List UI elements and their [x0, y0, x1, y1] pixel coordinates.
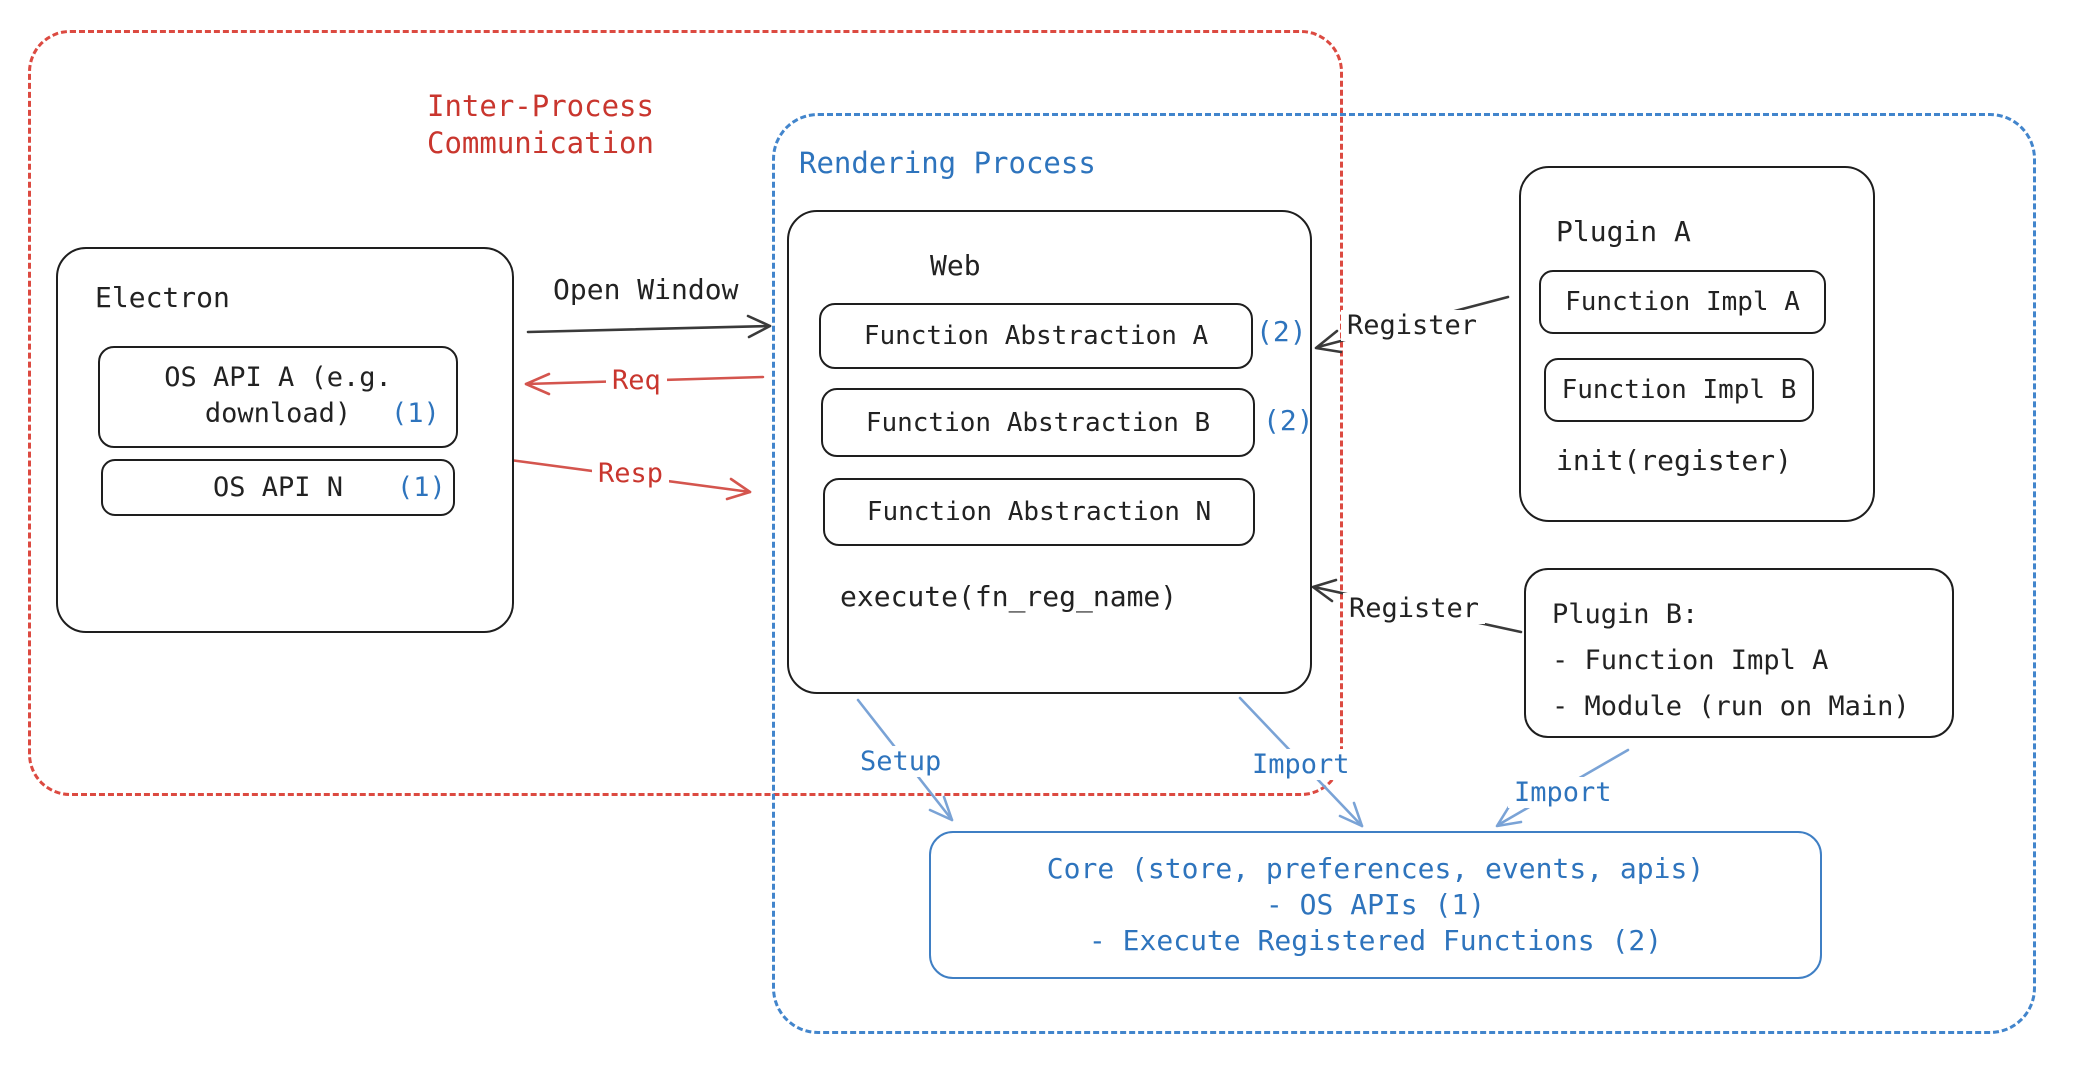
import-web-label: Import	[1246, 749, 1356, 781]
os-api-n-label: OS API N	[212, 472, 344, 503]
web-title: Web	[930, 249, 981, 282]
rendering-process-boundary	[772, 113, 2036, 1034]
plugin-a-title: Plugin A	[1556, 215, 1691, 248]
os-api-a-line2: download)	[204, 398, 352, 429]
setup-label: Setup	[854, 746, 948, 778]
os-api-a-badge: (1)	[391, 398, 440, 429]
init-register-label: init(register)	[1556, 444, 1793, 477]
os-api-a-line1: OS API A (e.g.	[164, 362, 392, 393]
open-window-label: Open Window	[553, 273, 739, 306]
os-api-n-badge: (1)	[397, 472, 446, 503]
core-line-2: - OS APIs (1)	[1265, 888, 1486, 921]
import-plugin-b-label: Import	[1508, 777, 1618, 809]
function-impl-a-box: Function Impl A	[1539, 270, 1826, 334]
resp-label: Resp	[592, 458, 670, 490]
core-text: Core (store, preferences, events, apis)-…	[931, 851, 1820, 959]
function-abstraction-a-badge: (2)	[1256, 315, 1307, 348]
core-line-1: Core (store, preferences, events, apis)	[1046, 852, 1705, 885]
function-abstraction-a-box: Function Abstraction A	[819, 303, 1253, 369]
register-a-label: Register	[1341, 310, 1484, 342]
function-abstraction-n-box: Function Abstraction N	[823, 478, 1255, 546]
plugin-b-item-1: - Function Impl A	[1552, 645, 1829, 676]
plugin-b-text: Plugin B: - Function Impl A - Module (run …	[1552, 592, 1910, 730]
plugin-b-item-2: - Module (run on Main)	[1552, 691, 1910, 722]
execute-label: execute(fn_reg_name)	[840, 580, 1178, 613]
function-abstraction-n-label: Function Abstraction N	[866, 497, 1212, 527]
rendering-process-label: Rendering Process	[799, 146, 1096, 180]
plugin-b-title: Plugin B:	[1552, 599, 1699, 630]
register-b-label: Register	[1343, 593, 1486, 625]
function-abstraction-b-label: Function Abstraction B	[865, 407, 1211, 438]
function-impl-b-label: Function Impl B	[1561, 375, 1797, 405]
os-api-a-box: OS API A (e.g. download) (1)	[98, 346, 458, 448]
req-label: Req	[606, 365, 667, 397]
ipc-label-line1: Inter-Process	[427, 89, 654, 123]
os-api-n-box: OS API N (1)	[101, 459, 455, 516]
electron-title: Electron	[95, 281, 230, 314]
plugin-b-box: Plugin B: - Function Impl A - Module (run …	[1524, 568, 1954, 738]
core-box: Core (store, preferences, events, apis)-…	[929, 831, 1822, 979]
ipc-boundary	[28, 30, 1343, 796]
function-abstraction-b-box: Function Abstraction B	[821, 388, 1255, 457]
ipc-label-line2: Communication	[427, 126, 654, 160]
core-line-3: - Execute Registered Functions (2)	[1088, 924, 1663, 957]
plugin-a-box	[1519, 166, 1875, 522]
function-impl-b-box: Function Impl B	[1544, 358, 1814, 422]
function-impl-a-label: Function Impl A	[1565, 287, 1800, 317]
os-api-a-label: OS API A (e.g. download)	[100, 360, 456, 432]
function-abstraction-b-badge: (2)	[1263, 404, 1314, 437]
function-abstraction-a-label: Function Abstraction A	[863, 321, 1209, 351]
